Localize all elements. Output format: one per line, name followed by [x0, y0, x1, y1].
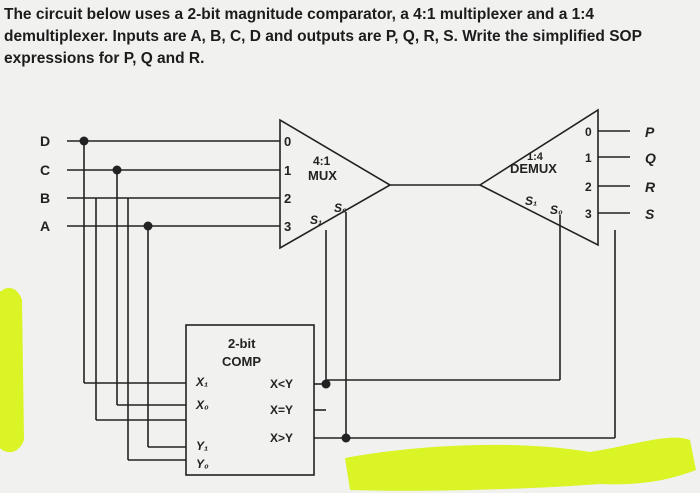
comparator-input-x0: X₀ [195, 398, 209, 412]
mux-input-1: 1 [284, 163, 291, 178]
junction-dot [341, 433, 351, 443]
junctions [79, 136, 351, 443]
demux-select-s1: S₁ [525, 194, 537, 208]
question-line-1: The circuit below uses a 2-bit magnitude… [4, 6, 595, 23]
demux-output-1: 1 [585, 151, 592, 165]
output-label-q: Q [645, 150, 656, 166]
output-label-p: P [645, 124, 655, 140]
question-line-2: demultiplexer. Inputs are A, B, C, D and… [4, 28, 642, 45]
junction-dot [143, 221, 153, 231]
demux-select-s0: S₀ [550, 203, 563, 217]
junction-dot [79, 136, 89, 146]
demux-output-2: 2 [585, 180, 592, 194]
comparator-output-lt: X<Y [270, 377, 293, 391]
comparator-box [185, 324, 315, 476]
comparator-output-eq: X=Y [270, 403, 293, 417]
mux-select-s1: S₁ [310, 213, 322, 227]
mux-input-3: 3 [284, 219, 291, 234]
comparator-input-y1: Y₁ [196, 439, 208, 453]
comparator-input-y0: Y₀ [196, 457, 209, 471]
demux-output-3: 3 [585, 207, 592, 221]
comparator-title: 2-bit [228, 336, 256, 351]
demux-title: 1:4 [527, 151, 544, 163]
mux-title: 4:1 [313, 154, 331, 168]
comparator-output-gt: X>Y [270, 431, 293, 445]
input-label-b: B [40, 190, 50, 206]
mux-input-2: 2 [284, 191, 291, 206]
output-label-s: S [645, 206, 655, 222]
input-label-c: C [40, 162, 50, 178]
comparator-input-x1: X₁ [195, 375, 208, 389]
junction-dot [112, 165, 122, 175]
question-text: The circuit below uses a 2-bit magnitude… [4, 4, 698, 70]
question-line-3: expressions for P, Q and R. [4, 50, 205, 67]
input-label-a: A [40, 218, 50, 234]
output-label-r: R [645, 179, 656, 195]
wiring [67, 108, 630, 476]
demux-shape [478, 108, 599, 247]
demux-output-0: 0 [585, 125, 592, 139]
mux-select-s0: S₀ [334, 201, 347, 215]
mux-shape [279, 118, 392, 250]
highlighter-marks [0, 287, 696, 491]
mux-input-0: 0 [284, 134, 291, 149]
comparator-subtitle: COMP [222, 354, 261, 369]
input-label-d: D [40, 133, 50, 149]
mux-subtitle: MUX [308, 168, 337, 183]
demux-subtitle: DEMUX [510, 161, 557, 176]
junction-dot [321, 379, 331, 389]
